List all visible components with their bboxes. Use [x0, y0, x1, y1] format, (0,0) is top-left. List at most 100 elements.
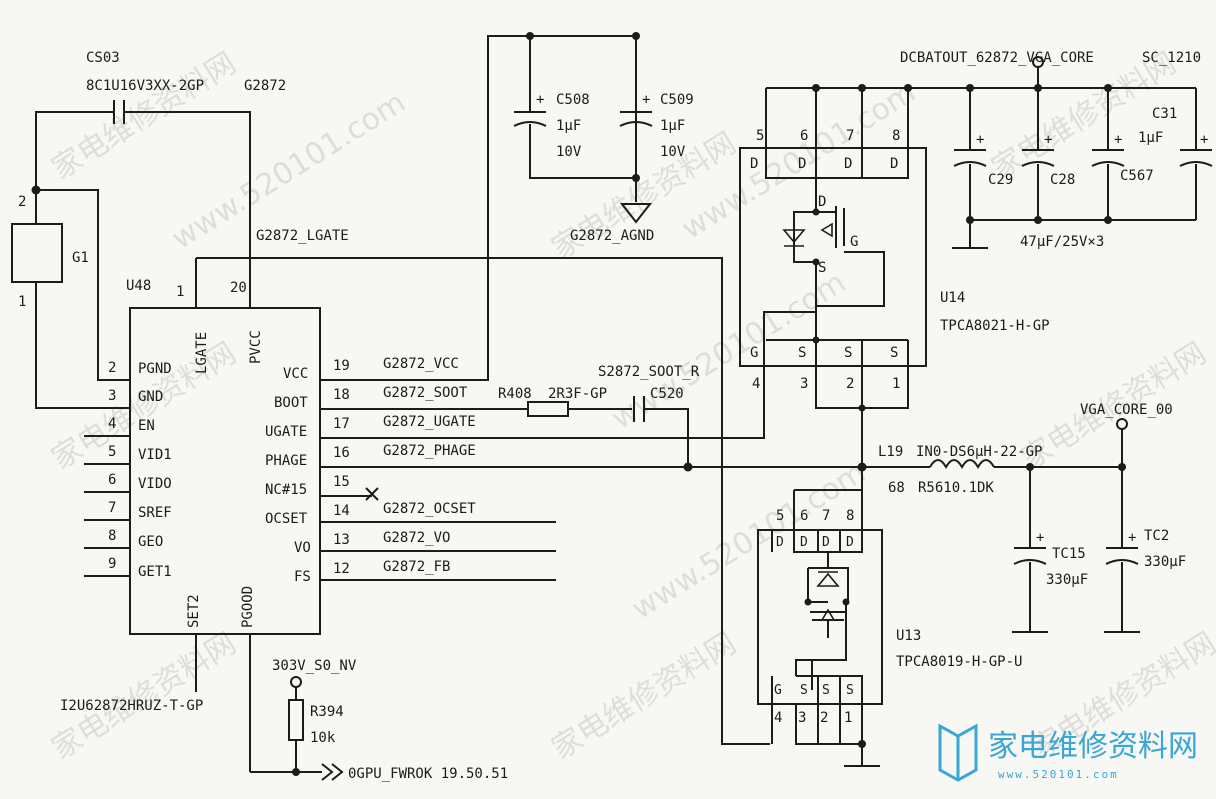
- g1-pin2: 2: [18, 194, 26, 210]
- u13-pin-num: 1: [844, 710, 852, 726]
- c520-to-phase: [644, 408, 689, 466]
- input-caps-value: 47μF/25V×3: [1020, 234, 1104, 250]
- l19-sub2: R5610.1DK: [918, 480, 994, 496]
- polarity-plus: +: [1114, 132, 1122, 148]
- junction-dot: [683, 462, 693, 472]
- g1-pin1: 1: [18, 294, 26, 310]
- u13-pin-num: 6: [800, 508, 808, 524]
- c509-ref: C509: [660, 92, 694, 108]
- junction-dot: [858, 404, 866, 412]
- r394-value: 10k: [310, 730, 336, 746]
- polarity-plus: +: [976, 132, 984, 148]
- polarity-plus: +: [1044, 132, 1052, 148]
- lgate-net-label: G2872_LGATE: [256, 228, 349, 244]
- lgate-net-wire: [196, 257, 770, 745]
- u48-pin-name: EN: [138, 418, 155, 434]
- capacitor-c508: + C508 1μF 10V: [513, 36, 636, 179]
- u48-pin-num: 9: [108, 556, 116, 572]
- watermarks: 家电维修资料网 www.520101.com 家电维修资料网 www.52010…: [46, 46, 1216, 767]
- u13-pin-letter: D: [822, 535, 830, 550]
- l19-value: IN0-DS6μH-22-GP: [916, 444, 1042, 460]
- u48-pin-num: 16: [333, 445, 350, 461]
- polarity-plus: +: [536, 92, 544, 108]
- fet-arrow-icon: [820, 222, 833, 238]
- u48-part: I2U62872HRUZ-T-GP: [60, 698, 203, 714]
- c508-value: 1μF: [556, 118, 581, 134]
- power-in-net: DCBATOUT_62872_VGA_CORE: [900, 50, 1094, 66]
- u48-pin-num: 7: [108, 500, 116, 516]
- u14-pin-letter: D: [750, 156, 758, 172]
- power-terminal-icon: [290, 676, 302, 688]
- watermark-text: 家电维修资料网: [546, 626, 743, 767]
- u48-pin-name: NC#15: [265, 482, 307, 498]
- vga-out-label: VGA_CORE_00: [1080, 402, 1173, 418]
- u14-pin-letter: D: [798, 156, 806, 172]
- u14-pin-num: 3: [800, 376, 808, 392]
- tc15-value: 330μF: [1046, 572, 1088, 588]
- u13-pin-letter: D: [800, 535, 808, 550]
- u14-pin-letter: D: [890, 156, 898, 172]
- u14-ref: U14: [940, 290, 965, 306]
- tc2-ref: TC2: [1144, 528, 1169, 544]
- polarity-plus: +: [1036, 530, 1044, 546]
- u14-pin-letter: S: [890, 345, 898, 361]
- u14-pin-num: 5: [756, 128, 764, 144]
- u48-pin-num: 2: [108, 360, 116, 376]
- body-diode-icon: [816, 571, 840, 587]
- u48-pin-num: 14: [333, 503, 350, 519]
- c28-ref: C28: [1050, 172, 1075, 188]
- off-page-arrow-icon: [321, 763, 344, 781]
- chip-u48: U48 I2U62872HRUZ-T-GP 1 20 LGATE PVCC SE…: [60, 258, 556, 772]
- u48-pin-num: 6: [108, 472, 116, 488]
- r408-value: 2R3F-GP: [548, 386, 607, 402]
- net-label: G2872_SOOT: [383, 385, 468, 401]
- u14-pin-letter: G: [750, 345, 758, 361]
- net-label: G2872_FB: [383, 559, 450, 575]
- u48-pin-num: 12: [333, 561, 350, 577]
- u13-drain-feed: [794, 467, 863, 530]
- watermark-text: 家电维修资料网: [46, 626, 243, 767]
- output-caps: + + TC15 330μF TC2 330μF: [1012, 467, 1186, 633]
- junction-dot: [31, 185, 41, 195]
- power-in-tag: SC_1210: [1142, 50, 1201, 66]
- cs03-net: G2872: [244, 78, 286, 94]
- u13-pin-num: 8: [846, 508, 854, 524]
- g1-body: [11, 223, 63, 283]
- u13-pin-letter: G: [774, 683, 782, 698]
- net-label: G2872_UGATE: [383, 414, 476, 430]
- g1-ref: G1: [72, 250, 89, 266]
- u14-part: TPCA8021-H-GP: [940, 318, 1050, 334]
- u48-pin-name: PHAGE: [265, 453, 307, 469]
- ugate-net-wire: [320, 311, 816, 439]
- u48-pin-num: 3: [108, 388, 116, 404]
- c509-value: 1μF: [660, 118, 685, 134]
- agnd-label: G2872_AGND: [570, 228, 654, 244]
- input-caps: + + + + C29 C28 C567 C31 1μF 47μF/25V×3: [952, 88, 1213, 250]
- u13-pin-num: 7: [822, 508, 830, 524]
- r394-net: 303V_S0_NV: [272, 658, 357, 674]
- input-cap-wires: [969, 88, 1197, 220]
- polarity-plus: +: [642, 92, 650, 108]
- r408-ref: R408: [498, 386, 532, 402]
- c520-net: S2872_SOOT_R: [598, 364, 700, 380]
- u48-pin-name: UGATE: [265, 424, 307, 440]
- u48-pin-name: SET2: [186, 594, 202, 628]
- u14-pin-num: 1: [892, 376, 900, 392]
- logo-text: 家电维修资料网: [988, 729, 1198, 764]
- cs03-value: 8C1U16V3XX-2GP: [86, 78, 204, 94]
- u13-pin-num: 4: [774, 710, 782, 726]
- inductor-l19: L19 IN0-DS6μH-22-GP 68 R5610.1DK VGA_COR…: [878, 402, 1173, 496]
- net-label: G2872_PHAGE: [383, 443, 476, 459]
- cs03-ref: CS03: [86, 50, 120, 66]
- u48-pin-name: VCC: [283, 366, 308, 382]
- u13-part: TPCA8019-H-GP-U: [896, 654, 1022, 670]
- c567-ref: C567: [1120, 168, 1154, 184]
- r394-ref: R394: [310, 704, 344, 720]
- u48-pin-name: PVCC: [248, 330, 264, 364]
- net-label: G2872_OCSET: [383, 501, 476, 517]
- c31-value: 1μF: [1138, 130, 1163, 146]
- body-diode-icon: [782, 229, 806, 247]
- u48-pin-name: PGOOD: [240, 586, 256, 628]
- u48-pin-num: 1: [176, 284, 184, 300]
- u48-pin-name: SREF: [138, 505, 172, 521]
